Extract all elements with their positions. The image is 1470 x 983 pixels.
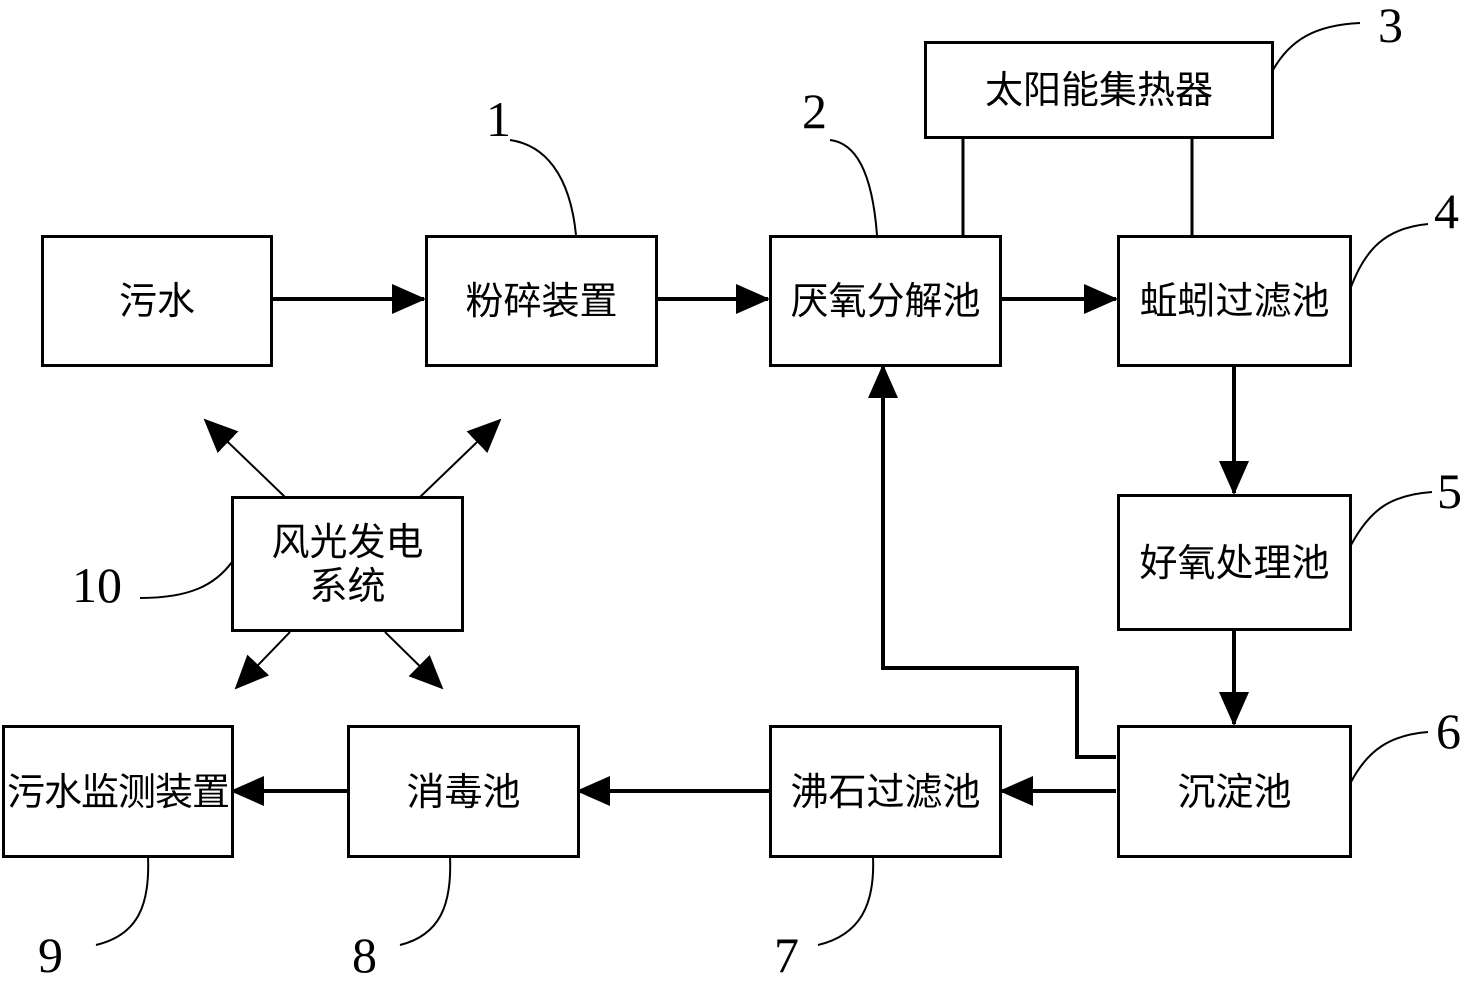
ref-number-4: 4: [1434, 183, 1459, 239]
monitor-box: 污水监测装置: [2, 725, 234, 858]
earthworm-label: 蚯蚓过滤池: [1139, 279, 1330, 323]
ref-number-9: 9: [38, 927, 63, 983]
leader-7: [817, 856, 875, 946]
crusher-box: 粉碎装置: [425, 235, 658, 367]
aerobic-box: 好氧处理池: [1117, 494, 1352, 631]
sedimentation-label: 沉淀池: [1177, 769, 1292, 814]
solar-label: 太阳能集热器: [984, 68, 1213, 112]
anaerobic-box: 厌氧分解池: [769, 235, 1002, 367]
power-arrow-up-right: [419, 418, 502, 498]
zeolite-label: 沸石过滤池: [790, 769, 981, 814]
return-line-sedimentation-to-anaerobic: [868, 364, 1116, 759]
leader-6: [1350, 731, 1429, 783]
monitor-label: 污水监测装置: [6, 769, 230, 814]
power-arrow-down-left: [234, 631, 291, 690]
leader-2: [829, 139, 878, 236]
ref-number-8: 8: [352, 927, 377, 983]
ref-number-3: 3: [1378, 0, 1403, 53]
leader-9: [95, 856, 150, 946]
sewage-label: 污水: [118, 279, 195, 323]
ref-number-10: 10: [72, 557, 122, 613]
ref-number-2: 2: [802, 83, 827, 139]
ref-number-5: 5: [1437, 463, 1462, 519]
leader-1: [509, 139, 577, 236]
ref-number-6: 6: [1436, 703, 1461, 759]
power-arrow-up-left: [203, 418, 286, 498]
leader-10: [139, 561, 233, 599]
power-box: 风光发电 系统: [231, 496, 464, 632]
ref-number-7: 7: [774, 927, 799, 983]
sedimentation-box: 沉淀池: [1117, 725, 1352, 858]
anaerobic-label: 厌氧分解池: [790, 279, 981, 323]
earthworm-box: 蚯蚓过滤池: [1117, 235, 1352, 367]
power-label-line2: 系统: [309, 564, 386, 608]
crusher-label: 粉碎装置: [465, 279, 618, 323]
zeolite-box: 沸石过滤池: [769, 725, 1002, 858]
solar-box: 太阳能集热器: [924, 41, 1274, 139]
aerobic-label: 好氧处理池: [1139, 540, 1330, 585]
disinfection-box: 消毒池: [347, 725, 580, 858]
power-arrow-down-right: [384, 631, 444, 690]
power-label-line1: 风光发电: [271, 520, 424, 564]
sewage-box: 污水: [41, 235, 273, 367]
disinfection-label: 消毒池: [406, 769, 521, 814]
leader-3: [1272, 22, 1361, 71]
leader-4: [1350, 223, 1429, 288]
ref-number-1: 1: [486, 91, 511, 147]
leader-8: [399, 856, 452, 946]
leader-5: [1350, 491, 1433, 546]
